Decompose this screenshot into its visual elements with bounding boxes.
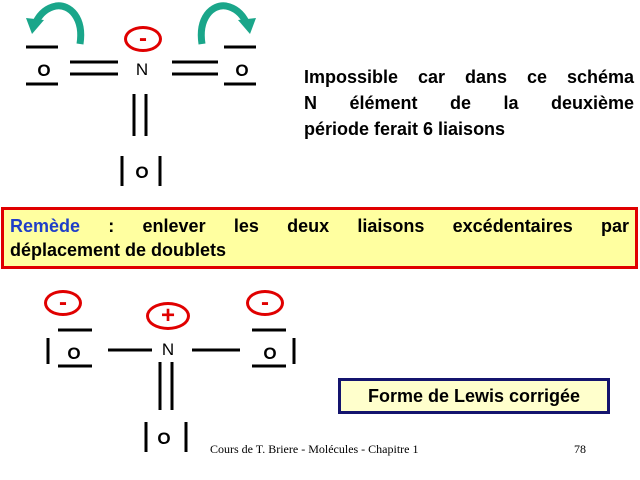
remedy-box: Remède : enlever les deux liaisons excéd… [1,207,638,269]
atom-o-left-top: O [37,61,51,80]
statement-line-3: période ferait 6 liaisons [304,119,506,139]
lewis-form-label: Forme de Lewis corrigée [338,378,610,414]
curved-arrow-icon [26,2,85,45]
statement-line-1: Impossible car dans ce schéma [304,67,634,87]
atom-n-bottom: N [161,340,175,359]
charge-n-top: - [124,26,162,52]
atom-o-left-bottom: O [67,344,81,363]
remedy-text-2: déplacement de doublets [10,240,227,260]
remedy-text-1: : enlever les deux liaisons excédentaire… [80,216,629,236]
atom-o-bottom-bottom: O [157,429,171,448]
footer-credit: Cours de T. Briere - Molécules - Chapitr… [210,442,419,456]
atom-o-bottom-top: O [135,163,149,182]
charge-o-left-bottom: - [44,290,82,316]
bottom-molecule-bonds [46,328,296,452]
charge-o-right-bottom: - [246,290,284,316]
top-molecule-bonds [26,2,256,186]
charge-n-bottom: + [146,302,190,330]
page-number: 78 [574,442,586,456]
atom-n-top: N [135,60,149,79]
statement-line-2: N élément de la deuxième [304,93,634,113]
atom-o-right-bottom: O [263,344,277,363]
remedy-keyword: Remède [10,216,81,236]
remedy-line-1: Remède : enlever les deux liaisons excéd… [10,214,629,238]
impossibility-statement: Impossible car dans ce schéma N élément … [304,64,634,142]
atom-o-right-top: O [235,61,249,80]
curved-arrow-icon [197,2,256,45]
